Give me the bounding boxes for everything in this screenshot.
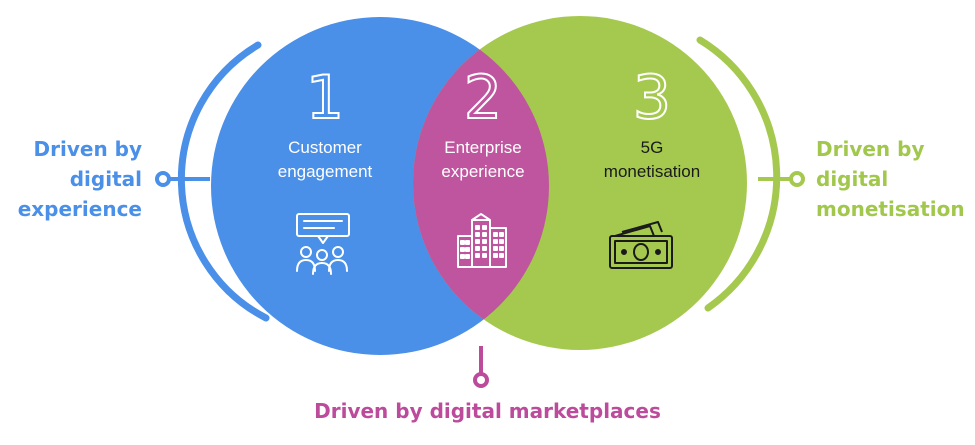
label-driven-by-digital-experience: Driven by digital experience <box>10 134 142 224</box>
segment-3-number: 3 <box>633 63 671 133</box>
left-outer-arc <box>177 41 270 322</box>
segment-2-line-2: experience <box>441 162 524 181</box>
label-right-line-1: Driven by <box>816 137 925 161</box>
right-outer-arc <box>696 36 781 312</box>
segment-1-line-1: Customer <box>288 138 362 157</box>
office-buildings-icon <box>457 213 507 268</box>
segment-1-line-2: engagement <box>278 162 373 181</box>
label-driven-by-digital-marketplaces: Driven by digital marketplaces <box>314 399 661 423</box>
left-connector <box>155 171 210 187</box>
label-left-line-1: Driven by <box>33 137 142 161</box>
segment-3-line-1: 5G <box>641 138 664 157</box>
segment-2-number: 2 <box>464 63 502 133</box>
cash-bills-icon <box>609 221 673 269</box>
label-right-line-3: monetisation <box>816 197 965 221</box>
label-driven-by-digital-monetisation: Driven by digital monetisation <box>816 134 975 224</box>
segment-1-number: 1 <box>306 63 344 133</box>
label-left-line-3: experience <box>17 197 142 221</box>
bottom-connector <box>473 346 489 388</box>
label-right-line-2: digital <box>816 167 889 191</box>
right-connector <box>758 171 805 187</box>
segment-3-line-2: monetisation <box>604 162 700 181</box>
label-left-line-2: digital <box>69 167 142 191</box>
chat-audience-icon <box>296 213 350 275</box>
segment-2-line-1: Enterprise <box>444 138 521 157</box>
